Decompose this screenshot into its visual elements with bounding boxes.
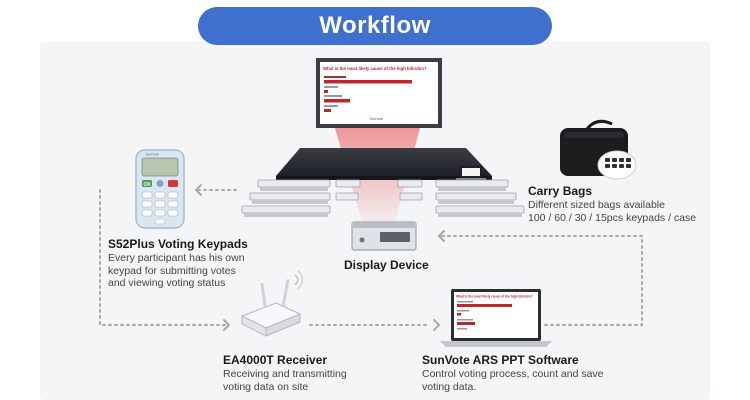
carry-bags-desc-line-2: 100 / 60 / 30 / 15pcs keypads / case [528, 211, 697, 224]
software-title: SunVote ARS PPT Software [422, 353, 579, 367]
receiver-desc-line-1: Receiving and transmitting [223, 368, 347, 380]
projection-screen: What is the most likely cause of the hig… [316, 58, 442, 128]
chair-rows [244, 187, 522, 217]
carry-bag-icon [560, 119, 637, 180]
display-device-title: Display Device [344, 258, 429, 272]
screen-brand: SunVote [370, 117, 383, 121]
software-desc-line-1: Control voting process, count and save [422, 368, 604, 380]
keypad-device-icon: SunVote OK [135, 149, 185, 229]
keypad-ok-label: OK [144, 182, 152, 188]
workflow-title: Workflow [198, 7, 552, 45]
display-device-icon [351, 221, 417, 251]
keypad-brand: SunVote [146, 153, 159, 157]
keypads-desc-line-1: Every participant has his own [108, 252, 245, 264]
screen-question: What is the most likely cause of the hig… [323, 66, 427, 71]
connector-keypads-to-receiver [99, 189, 229, 326]
arrow-heads [195, 184, 445, 331]
arrow-head-keypads [195, 184, 202, 196]
software-desc-line-2: voting data. [422, 380, 477, 393]
keypads-desc-line-3: and viewing voting status [108, 277, 226, 289]
software-description: Control voting process, count and save v… [422, 368, 604, 393]
receiver-description: Receiving and transmitting voting data o… [223, 368, 347, 393]
keypads-desc-line-2: keypad for submitting votes [108, 264, 236, 277]
flow-connectors [99, 189, 643, 326]
arrow-head-receiver [223, 319, 230, 331]
connector-software-to-display [439, 235, 643, 326]
receiver-title: EA4000T Receiver [223, 353, 328, 367]
auditorium-illustration [241, 148, 525, 217]
receiver-desc-line-2: voting data on site [223, 380, 309, 393]
laptop-icon: What is the most likely cause of the hig… [440, 289, 552, 347]
laptop-question: What is the most likely cause of the hig… [456, 295, 533, 299]
keypads-title: S52Plus Voting Keypads [108, 237, 248, 251]
carry-bags-desc-line-1: Different sized bags available [528, 199, 665, 211]
carry-bags-description: Different sized bags available 100 / 60 … [528, 199, 696, 224]
desk-rows [241, 179, 525, 214]
arrow-head-software [433, 319, 440, 331]
arrow-head-display [438, 230, 445, 242]
receiver-icon [240, 270, 304, 337]
keypads-description: Every participant has his own keypad for… [108, 252, 245, 290]
carry-bags-title: Carry Bags [528, 184, 593, 198]
